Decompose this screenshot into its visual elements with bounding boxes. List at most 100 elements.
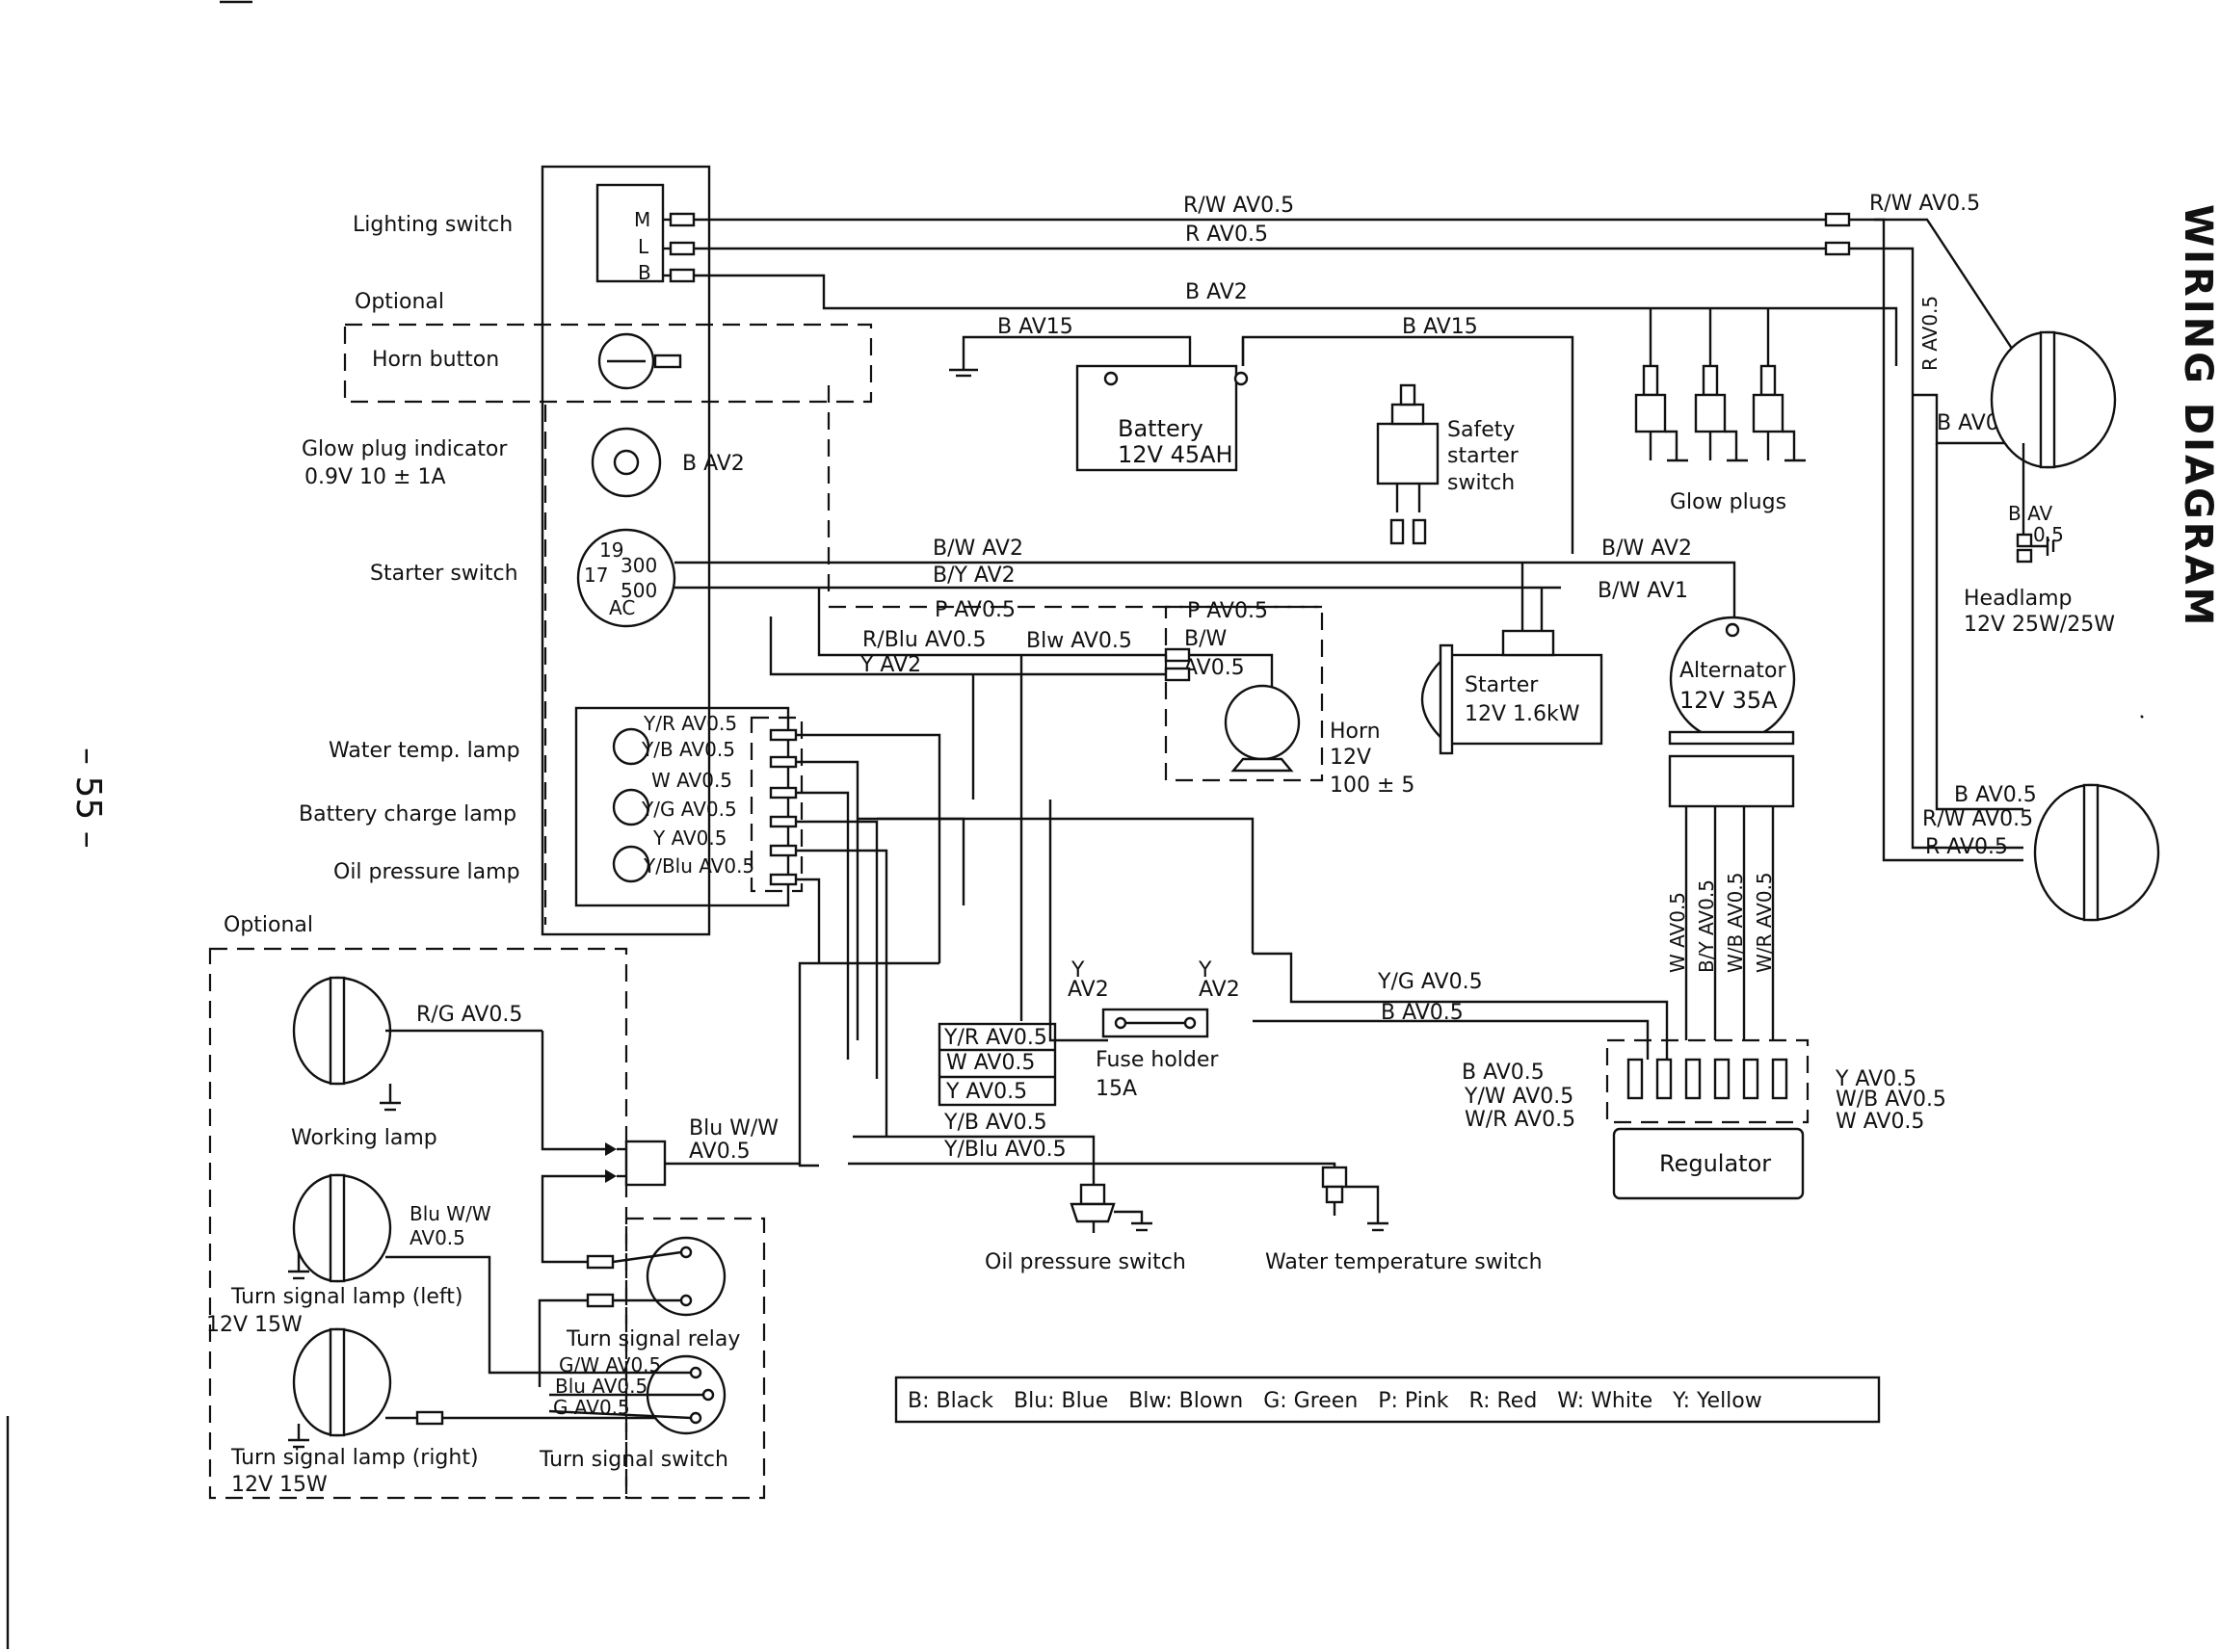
rw-lower-wire xyxy=(1874,218,2023,862)
svg-text:Glow plugs: Glow plugs xyxy=(1670,490,1786,514)
wire-label-yr-lamp: Y/R AV0.5 xyxy=(643,712,737,735)
wire-label-bw: B/W xyxy=(1184,627,1228,651)
wire-label-by-alt: B/Y AV0.5 xyxy=(1695,879,1718,973)
optional-lamps-frame xyxy=(208,947,628,1500)
wire-label-gw: G/W AV0.5 xyxy=(559,1353,661,1377)
svg-text:Horn: Horn xyxy=(1330,720,1381,744)
water-temperature-switch: Water temperature switch xyxy=(1265,1164,1543,1274)
wire-label-p-av05: P AV0.5 xyxy=(935,598,1016,622)
stray-mark xyxy=(2140,715,2144,719)
color-legend-frame xyxy=(894,1376,1881,1424)
svg-text:starter: starter xyxy=(1447,444,1520,468)
wire-label-y-mid: Y AV0.5 xyxy=(945,1080,1027,1104)
wire-label-av05-left: AV0.5 xyxy=(410,1226,465,1249)
wire-label-y-fuse-left: Y xyxy=(1070,958,1085,983)
page-number: – 55 – xyxy=(68,747,108,849)
horn: Horn 12V 100 ± 5 xyxy=(1224,684,1414,798)
wire-label-av05-horn: AV0.5 xyxy=(1183,656,1245,680)
starter-switch: 19 17 300 500 AC xyxy=(576,528,676,628)
wire-label-av2-fuse-left: AV2 xyxy=(1068,978,1109,1002)
wire-label-wr-reg: W/R AV0.5 xyxy=(1465,1108,1575,1132)
svg-text:12V 35A: 12V 35A xyxy=(1679,687,1778,714)
starter-switch-wires xyxy=(674,561,1736,631)
wire-label-yr-mid: Y/R AV0.5 xyxy=(943,1026,1047,1050)
wire-label-yblu-mid: Y/Blu AV0.5 xyxy=(943,1138,1067,1162)
wire-label-b-reg: B AV0.5 xyxy=(1462,1061,1545,1085)
svg-text:17: 17 xyxy=(584,564,608,587)
svg-text:12V 1.6kW: 12V 1.6kW xyxy=(1465,702,1580,726)
wire-label-rw-lower: R/W AV0.5 xyxy=(1922,807,2033,831)
headlamp-upper xyxy=(1990,330,2117,469)
wire-label-w-alt: W AV0.5 xyxy=(1666,892,1689,973)
wire-label-blu: Blu AV0.5 xyxy=(555,1375,648,1398)
wire-label-g: G AV0.5 xyxy=(553,1396,630,1419)
svg-text:Turn signal lamp (left): Turn signal lamp (left) xyxy=(230,1285,463,1309)
svg-text:12V 45AH: 12V 45AH xyxy=(1118,441,1233,468)
wire-label-w-reg: W AV0.5 xyxy=(1836,1110,1924,1134)
switch-wires xyxy=(848,1135,1336,1185)
wire-label-b-av15-left: B AV15 xyxy=(997,315,1073,339)
wire-label-b-av15-right: B AV15 xyxy=(1402,315,1478,339)
wire-label-05: 0.5 xyxy=(2033,523,2064,546)
svg-text:100 ± 5: 100 ± 5 xyxy=(1330,774,1414,798)
wire-label-rw-top: R/W AV0.5 xyxy=(1183,194,1294,218)
turn-signal-relay: Turn signal relay xyxy=(538,1236,740,1387)
instrument-panel-frame xyxy=(541,165,711,936)
wire-label-yb-lamp: Y/B AV0.5 xyxy=(641,738,735,761)
svg-text:B: B xyxy=(638,261,651,284)
svg-text:AC: AC xyxy=(609,596,635,619)
turn-left-wire xyxy=(385,1255,540,1375)
svg-text:Turn signal relay: Turn signal relay xyxy=(566,1327,740,1351)
wire-label-rw-right: R/W AV0.5 xyxy=(1869,192,1980,216)
lighting-switch-label: Lighting switch xyxy=(353,213,513,237)
svg-text:Starter: Starter xyxy=(1465,673,1539,697)
svg-text:12V: 12V xyxy=(1330,746,1371,770)
wire-label-bluww-left: Blu W/W xyxy=(410,1202,491,1225)
svg-text:Turn signal switch: Turn signal switch xyxy=(539,1448,728,1472)
oil-pressure-switch: Oil pressure switch xyxy=(985,1183,1186,1274)
headlamp-connectors xyxy=(1824,212,1874,256)
regulator-connectors xyxy=(1626,1058,1788,1100)
wire-label-bluww-conn: Blu W/W xyxy=(689,1116,779,1141)
wire-label-y-lamp: Y AV0.5 xyxy=(652,826,727,850)
r-headlamp-wire xyxy=(1874,247,2023,850)
svg-text:500: 500 xyxy=(621,579,657,602)
page-title: WIRING DIAGRAM xyxy=(2176,204,2220,628)
horn-optional-frame xyxy=(1164,605,1324,782)
starter-switch-label: Starter switch xyxy=(370,562,518,586)
working-lamp: Working lamp xyxy=(291,976,542,1150)
svg-text:Alternator: Alternator xyxy=(1679,659,1786,683)
rw-headlamp-wire xyxy=(1874,218,2025,367)
battery: Battery 12V 45AH xyxy=(1075,364,1249,472)
safety-starter-switch: Safety starter switch xyxy=(1376,383,1520,545)
wire-label-b-lower: B AV0.5 xyxy=(1954,783,2037,807)
water-temp-lamp-label: Water temp. lamp xyxy=(329,739,520,763)
wire-label-blw: Blw AV0.5 xyxy=(1026,629,1132,653)
lamp-label-boxes xyxy=(938,1022,1057,1107)
wire-label-w-mid: W AV0.5 xyxy=(946,1051,1035,1075)
svg-text:Regulator: Regulator xyxy=(1659,1150,1771,1177)
wire-label-yblu-lamp: Y/Blu AV0.5 xyxy=(643,854,754,878)
wire-label-yb-mid: Y/B AV0.5 xyxy=(943,1111,1047,1135)
wire-label-r-lower: R AV0.5 xyxy=(1925,835,2008,859)
headlamp-lower xyxy=(2033,783,2160,922)
relay-feed-wire xyxy=(541,1174,605,1264)
svg-text:15A: 15A xyxy=(1096,1077,1137,1101)
regulator-connector-frame xyxy=(1605,1038,1810,1124)
glow-plug-indicator xyxy=(591,427,662,498)
horn-button xyxy=(597,332,682,390)
wire-label-rblu: R/Blu AV0.5 xyxy=(862,628,987,652)
svg-text:Water temperature switch: Water temperature switch xyxy=(1265,1250,1543,1274)
svg-text:12V 15W: 12V 15W xyxy=(231,1473,328,1497)
svg-text:L: L xyxy=(638,235,649,258)
wire-label-bw-av1: B/W AV1 xyxy=(1598,579,1688,603)
horn-button-label: Horn button xyxy=(372,348,499,372)
wire-label-bw-av2: B/W AV2 xyxy=(933,537,1023,561)
svg-text:switch: switch xyxy=(1447,471,1515,495)
headlamp-ground xyxy=(2016,443,2055,564)
battery-charge-lamp-label: Battery charge lamp xyxy=(299,802,516,826)
glow-plug-indicator-rating: 0.9V 10 ± 1A xyxy=(304,465,446,489)
alternator: Alternator 12V 35A xyxy=(1668,616,1796,808)
horn-wires xyxy=(769,588,1274,800)
